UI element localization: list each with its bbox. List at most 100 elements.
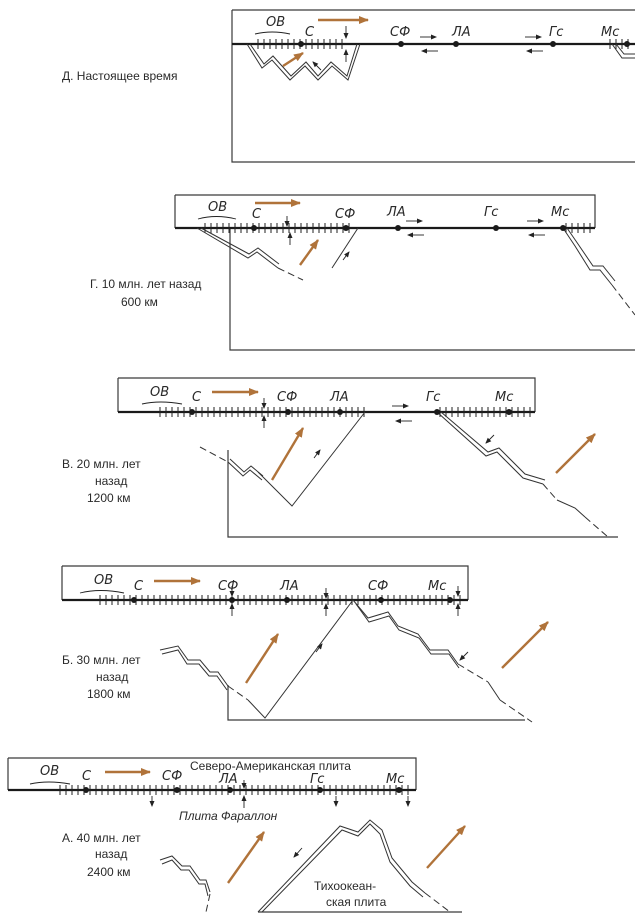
panel-g-label-ov: ОВ <box>208 200 227 215</box>
panel-b-plate-motion-arrow-3 <box>501 621 549 669</box>
panel-d-fault-right <box>611 43 635 59</box>
panel-b-city-s <box>131 597 137 603</box>
panel-d-city-ms <box>624 41 630 47</box>
panel-b-fault-2 <box>247 599 354 719</box>
panel-v-label-sf: СФ <box>277 390 297 405</box>
panel-g-fault-right-dashed <box>611 284 635 316</box>
panel-b-label-s: С <box>134 579 144 594</box>
panel-v-fault-inner <box>229 458 264 477</box>
panel-d-label-sf: СФ <box>390 25 410 40</box>
panel-v-trench-ticks <box>159 407 531 417</box>
panel-v-city-s <box>189 409 195 415</box>
panel-g-trench-ticks <box>204 223 591 233</box>
panel-b-fault <box>159 645 229 687</box>
panel-a-city-la <box>227 787 233 793</box>
panel-b-label-ms: Мс <box>428 579 446 594</box>
panel-v-caption-line3: 1200 км <box>87 491 131 505</box>
panel-v-caption-line1: В. 20 млн. лет <box>62 457 141 471</box>
panel-b-fault-right <box>352 599 459 665</box>
panel-g-plate-motion-arrow-2 <box>299 239 319 266</box>
panel-d-label-gs: Гс <box>549 25 563 40</box>
panel-d-city-sf <box>398 41 404 47</box>
panel-v-city-sf <box>285 409 291 415</box>
panel-a-pacific-ridge-dashed <box>424 892 451 913</box>
panel-v-label-ov: ОВ <box>150 385 169 400</box>
panel-b-label-sf2: СФ <box>368 579 388 594</box>
panel-b-fault-dashed <box>227 685 249 701</box>
panel-b-city-sf <box>229 597 235 603</box>
panel-g-label-s: С <box>252 207 262 222</box>
panel-b-label-la: ЛА <box>279 579 299 594</box>
panel-a-plate-motion-arrow-2 <box>227 831 265 884</box>
panel-v-fault-dashed <box>199 446 229 463</box>
panel-d-ov-brace <box>254 31 291 35</box>
panel-v-fault-right-dashed-2 <box>584 516 609 538</box>
panel-b-caption-line2: назад <box>96 670 128 684</box>
panel-a-caption-line1: А. 40 млн. лет <box>62 831 141 845</box>
panel-b-city-sf2 <box>378 597 384 603</box>
panel-a-frame <box>7 757 417 790</box>
panel-v-fault-2 <box>257 411 366 507</box>
panel-g-fault <box>196 227 279 269</box>
panel-a-label-ov: ОВ <box>40 764 59 779</box>
panel-g-small-arrow <box>342 251 350 261</box>
panel-a-pacific-ridge-inner <box>261 823 424 913</box>
panel-d-caption: Д. Настоящее время <box>62 69 178 83</box>
panel-b-fault-right-dashed <box>457 663 489 683</box>
panel-b-ov-brace <box>79 590 125 594</box>
panel-d-label-ms: Мс <box>601 25 619 40</box>
panel-a-fault-left-dashed <box>205 893 211 913</box>
panel-a-trench-ticks <box>59 785 409 795</box>
panel-g-label-la: ЛА <box>386 205 406 220</box>
panel-v-fault <box>227 461 263 481</box>
panel-a-city-ms <box>396 787 402 793</box>
panel-d-city-s <box>298 41 304 47</box>
panel-d-fault-zone-inner <box>249 43 358 77</box>
panel-b-fault-right-inner <box>355 603 460 669</box>
panel-v-label-ms: Мс <box>495 390 513 405</box>
panel-b-small-arrow <box>459 651 469 661</box>
panel-b-caption-line3: 1800 км <box>87 687 131 701</box>
panel-a-city-gs <box>317 787 323 793</box>
panel-g-city-ms <box>560 225 566 231</box>
panel-v-plate-motion-arrow-2 <box>270 427 305 481</box>
panel-b-label-ov: ОВ <box>94 573 113 588</box>
panel-b-fault-inner <box>161 649 228 691</box>
panel-g-fault-right-inner <box>566 227 616 282</box>
panel-b-frame <box>61 565 525 721</box>
panel-a-label-pacific-plate-1: Тихоокеан- <box>314 879 376 893</box>
panel-a-label-ms: Мс <box>386 772 404 787</box>
panel-a-label-s: С <box>82 769 92 784</box>
panel-v-caption-line2: назад <box>95 474 127 488</box>
panel-d-plate-motion-arrow-2 <box>282 51 304 68</box>
panel-d-city-gs <box>550 41 556 47</box>
panel-v-fault-right <box>436 411 544 485</box>
panel-g-city-la <box>395 225 401 231</box>
panel-v-fault-right-2 <box>556 499 586 518</box>
panel-v-small-arrow <box>313 449 321 459</box>
panel-a-ov-brace <box>29 781 71 785</box>
panel-v-small-arrow <box>485 434 495 444</box>
panel-a-label-north-american-plate: Северо-Американская плита <box>190 759 351 773</box>
panel-v: ОВ С СФ ЛА Гс Мс В. 20 млн. лет назад 12… <box>62 377 618 538</box>
panel-b-label-sf: СФ <box>218 579 238 594</box>
panel-v-label-la: ЛА <box>329 390 349 405</box>
panel-v-plate-motion-arrow-3 <box>555 433 596 474</box>
panel-g-city-s <box>251 225 257 231</box>
panel-d-frame <box>231 9 635 163</box>
panel-d-fault-right-inner <box>615 43 635 55</box>
panel-b-fault-right-2 <box>487 681 501 701</box>
panel-g-fault-2 <box>331 227 359 269</box>
panel-v-label-s: С <box>192 390 202 405</box>
panel-d-city-la <box>453 41 459 47</box>
panel-a-label-farallon-plate: Плита Фараллон <box>179 809 278 823</box>
panel-g-label-gs: Гс <box>484 205 498 220</box>
panel-d-fault-zone <box>246 43 361 81</box>
panel-b-small-arrow <box>315 643 323 653</box>
panel-g-label-sf: СФ <box>335 207 355 222</box>
panel-g-fault-inner <box>200 227 280 265</box>
panel-d-label-ov: ОВ <box>266 15 285 30</box>
panel-g-fault-right <box>562 227 613 286</box>
